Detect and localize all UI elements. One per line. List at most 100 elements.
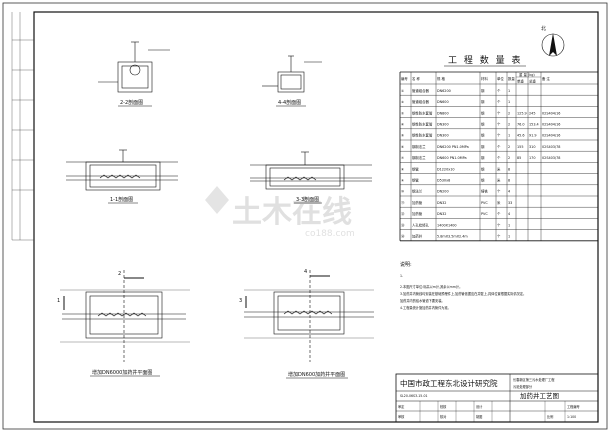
section-4-4 <box>262 55 322 93</box>
table-cell: DN32 <box>437 212 446 216</box>
note-line: 加药井内的给水管道下要安装。 <box>400 298 445 303</box>
section-marker-3-left: 3 <box>239 296 247 308</box>
table-cell: ⑥ <box>401 145 404 149</box>
table-cell: 310 <box>529 145 535 149</box>
table-cell: 2 <box>508 145 510 149</box>
table-header-cell: 单重 <box>517 79 524 84</box>
table-cell: DN200 <box>437 190 449 194</box>
table-cell: DN300 <box>437 123 449 127</box>
table-cell: 2 <box>508 111 510 115</box>
table-cell: 钢 <box>481 155 485 160</box>
table-cell: ⑭ <box>401 234 405 239</box>
table-header-cell: 备 注 <box>542 76 550 81</box>
table-cell: ⑬ <box>401 222 405 227</box>
table-cell: 加药管 <box>412 200 423 205</box>
table-cell: 5.8mX3.5mX2.4m <box>437 235 468 239</box>
table-cell: 1 <box>508 223 510 227</box>
title-block-cell: 校核 <box>440 404 447 409</box>
section-1-1 <box>66 149 178 191</box>
table-cell: 1 <box>508 100 510 104</box>
table-header-cell: 规 格 <box>437 76 445 81</box>
table-cell: 钢法兰 <box>412 189 423 194</box>
watermark-text: 土木在线 <box>232 195 352 230</box>
title-section-1-1: 1-1剖面图 <box>110 196 133 203</box>
table-cell: 245 <box>529 111 535 115</box>
table-cell: 个 <box>497 122 501 127</box>
table-cell: 155 <box>517 145 523 149</box>
table-cell: 人孔检修孔 <box>412 222 430 227</box>
svg-text:北: 北 <box>541 25 546 32</box>
table-cell: 个 <box>497 234 501 239</box>
table-cell: DN32 <box>437 201 446 205</box>
notes: 说明: 1. 2.本图尺寸单位:标高以m计,其余以mm计。 3.加药井内管线均安… <box>400 261 526 310</box>
table-cell: 钢 <box>481 122 485 127</box>
table-cell: 1 <box>508 235 510 239</box>
table-cell: 2 <box>508 156 510 160</box>
table-cell: 02S403/78 <box>542 145 560 149</box>
table-cell: DN600 PN1.0MPa <box>437 156 467 160</box>
section-marker-1-left: 1 <box>57 296 65 310</box>
title-block-cell: 设计 <box>476 404 483 409</box>
project-name: 长春新区第三污水处理厂工程 <box>513 377 555 382</box>
table-cell: 个 <box>497 88 501 93</box>
table-cell: 米 <box>497 166 501 171</box>
north-arrow-icon: 北 <box>541 25 565 57</box>
table-cell: 钢性防水套管 <box>412 110 433 115</box>
table-cell: 85 <box>517 156 521 160</box>
table-cell: 个 <box>497 144 501 149</box>
drawing-number: SL20-06S3-15-01 <box>400 394 428 398</box>
section-marker-4-top: 4 <box>304 269 330 277</box>
table-cell: 钢 <box>481 133 485 138</box>
watermark-sub: co188.com <box>305 229 355 239</box>
table-cell: D1220x10 <box>437 167 455 171</box>
table-cell: 4 <box>508 212 510 216</box>
title-plan-dn6000: 增加DN6000加药井平面图 <box>92 369 152 376</box>
table-cell: 钢 <box>481 88 485 93</box>
table-cell: 加药井 <box>412 234 423 239</box>
title-block-cell: 工程编号 <box>567 404 580 409</box>
table-cell: 个 <box>497 189 501 194</box>
table-cell: 8 <box>508 167 510 171</box>
title-section-4-4: 4-4剖面图 <box>278 99 301 106</box>
svg-text:1: 1 <box>57 298 60 304</box>
table-cell: ② <box>401 100 404 104</box>
table-cell: 02S404/16 <box>542 134 560 138</box>
title-plan-dn600: 增加DN600加药井平面图 <box>288 371 345 378</box>
table-cell: 钢管 <box>412 178 419 183</box>
table-cell: 米 <box>497 200 501 205</box>
section-2-2 <box>98 41 170 93</box>
notes-heading: 说明: <box>400 261 412 268</box>
table-header-cell: 数量 <box>508 76 515 81</box>
title-block-cell: 制图 <box>476 414 482 419</box>
table-cell: 个 <box>497 133 501 138</box>
table-cell: DN300 <box>437 134 449 138</box>
note-line: 4.工程量统计施加药井内管件为准。 <box>400 305 451 310</box>
title-block <box>395 373 599 423</box>
table-cell: 153.4 <box>529 123 539 127</box>
table-cell: ⑦ <box>401 156 404 160</box>
table-cell: ⑩ <box>401 190 404 194</box>
table-cell: 钢 <box>481 99 485 104</box>
table-header-group: 重 量 (kg) <box>519 72 535 77</box>
table-cell: 钢 <box>481 166 485 171</box>
company-name: 中国市政工程东北设计研究院 <box>400 378 498 388</box>
table-cell: 钢 <box>481 178 485 183</box>
table-cell: PVC <box>481 212 488 216</box>
table-cell: 钢管 <box>412 166 419 171</box>
table-header-cell: 名 称 <box>412 76 420 81</box>
table-cell: 钢制法兰 <box>412 144 426 149</box>
table-cell: 管道组合器 <box>412 99 430 104</box>
table-cell: DN600 <box>437 100 449 104</box>
title-section-3-3: 3-3剖面图 <box>296 196 319 203</box>
table-cell: 02S404/16 <box>542 123 560 127</box>
binding-strip <box>11 12 34 241</box>
table-header-cell: 单位 <box>497 76 504 81</box>
table-cell: 170 <box>529 156 535 160</box>
table-cell: 个 <box>497 99 501 104</box>
table-cell: DN800 <box>437 111 449 115</box>
table-cell: 钢性防水套管 <box>412 122 433 127</box>
